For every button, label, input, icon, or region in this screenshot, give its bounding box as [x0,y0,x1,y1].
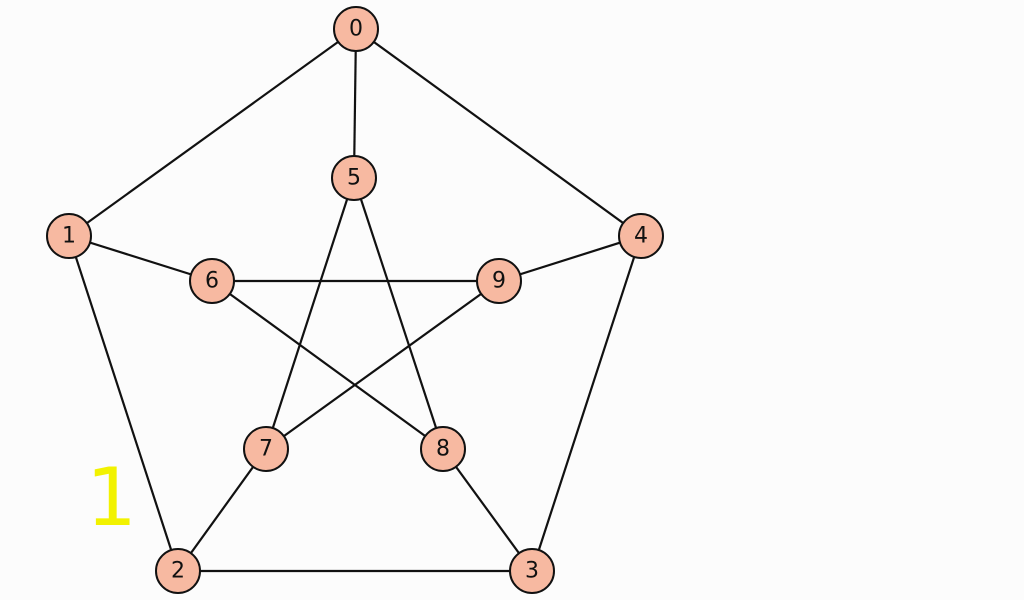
node-label: 0 [349,17,363,42]
edge-0-5 [352,28,358,179]
node-1: 1 [46,213,92,259]
node-circle [189,258,235,304]
edge-4-9 [498,234,642,283]
node-label: 3 [525,559,539,584]
edge-6-8 [211,280,444,450]
node-label: 9 [492,269,506,294]
node-9: 9 [476,258,522,304]
node-label: 7 [259,437,273,462]
node-2: 2 [155,548,201,594]
node-circle [331,155,377,201]
node-label: 5 [347,166,361,191]
edge-3-4 [530,235,643,572]
node-circle [420,426,466,472]
node-label: 2 [171,559,185,584]
edge-3-8 [442,448,533,572]
node-label: 8 [436,437,450,462]
nodes-layer: 0 1 2 3 4 5 6 7 8 9 [46,6,664,594]
corner-number-mark: 1 [86,451,137,544]
node-circle [46,213,92,259]
node-label: 4 [634,224,648,249]
node-circle [333,6,379,52]
node-label: 1 [62,224,76,249]
node-7: 7 [243,426,289,472]
edge-7-9 [265,280,500,450]
edge-2-7 [177,448,267,572]
node-5: 5 [331,155,377,201]
edge-4-0 [355,28,642,237]
node-circle [476,258,522,304]
node-circle [509,548,555,594]
node-4: 4 [618,213,664,259]
edges-layer [67,28,643,573]
node-3: 3 [509,548,555,594]
node-circle [243,426,289,472]
edge-1-6 [68,234,213,283]
node-label: 6 [205,269,219,294]
edge-8-5 [352,177,445,450]
node-8: 8 [420,426,466,472]
node-circle [155,548,201,594]
edge-0-1 [68,28,357,237]
node-6: 6 [189,258,235,304]
node-0: 0 [333,6,379,52]
edge-5-7 [264,177,356,450]
node-circle [618,213,664,259]
edge-1-2 [67,235,180,572]
